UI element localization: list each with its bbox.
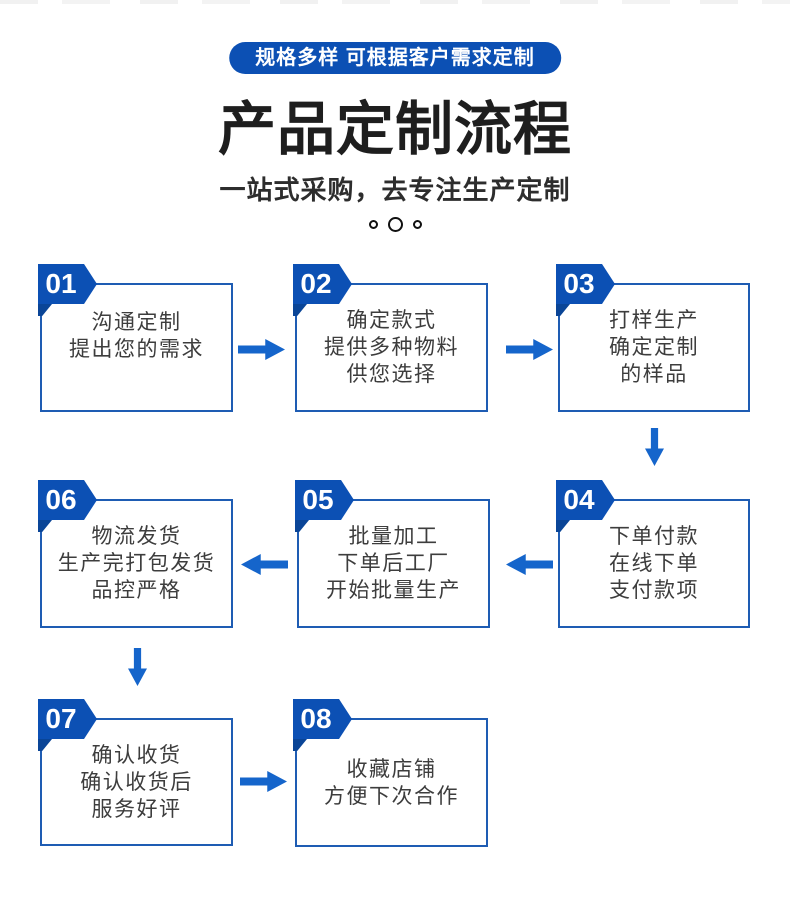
badge-fold: [295, 520, 309, 532]
step-line: 确定款式: [346, 309, 437, 332]
step-line: 收藏店铺: [346, 757, 437, 781]
step-line: 提供多种物料: [324, 336, 459, 359]
step-number-badge: 03: [556, 264, 615, 304]
step-text: 确认收货 确认收货后 服务好评: [80, 742, 193, 823]
step-line: 开始批量生产: [326, 579, 461, 602]
step-line: 下单付款: [609, 525, 699, 548]
step-line: 品控严格: [91, 579, 182, 602]
step-text: 确定款式 提供多种物料 供您选择: [324, 307, 459, 388]
badge-fold: [293, 739, 307, 751]
step-text: 收藏店铺 方便下次合作: [324, 756, 459, 810]
badge-fold: [38, 304, 52, 316]
step-number-badge: 08: [293, 699, 352, 739]
step-box-5: 05 批量加工 下单后工厂 开始批量生产: [295, 480, 490, 628]
arrow-right-icon: [506, 339, 553, 360]
step-number-badge: 02: [293, 264, 352, 304]
step-text: 下单付款 在线下单 支付款项: [609, 523, 699, 604]
step-number: 02: [300, 268, 332, 299]
arrow-right-icon: [240, 771, 287, 792]
step-number: 07: [45, 703, 77, 734]
step-text: 打样生产 确定定制 的样品: [609, 307, 699, 388]
step-line: 打样生产: [609, 309, 699, 332]
step-line: 物流发货: [91, 525, 182, 548]
step-box-2: 02 确定款式 提供多种物料 供您选择: [293, 264, 488, 412]
step-number-badge: 04: [556, 480, 615, 520]
arrow-down-icon: [645, 428, 664, 466]
step-line: 确认收货后: [80, 770, 193, 794]
step-number: 03: [563, 268, 595, 299]
step-line: 在线下单: [609, 552, 699, 575]
step-box-4: 04 下单付款 在线下单 支付款项: [556, 480, 750, 628]
step-box-6: 06 物流发货 生产完打包发货 品控严格: [38, 480, 233, 628]
step-number: 01: [45, 268, 77, 299]
step-line: 生产完打包发货: [57, 552, 216, 575]
step-line: 提出您的需求: [69, 338, 204, 361]
step-line: 确认收货: [91, 743, 182, 767]
spec-banner: 规格多样 可根据客户需求定制: [229, 42, 561, 74]
page-subtitle: 一站式采购，去专注生产定制: [219, 175, 571, 205]
badge-fold: [293, 304, 307, 316]
page-title: 产品定制流程: [217, 97, 572, 162]
step-line: 供您选择: [346, 363, 437, 386]
step-line: 方便下次合作: [324, 784, 459, 808]
badge-fold: [556, 520, 570, 532]
step-line: 沟通定制: [91, 311, 182, 334]
step-number-badge: 05: [295, 480, 354, 520]
step-box-8: 08 收藏店铺 方便下次合作: [293, 699, 488, 847]
step-line: 的样品: [620, 363, 688, 386]
dot-icon: [412, 219, 422, 229]
step-number: 08: [300, 703, 332, 734]
step-box-7: 07 确认收货 确认收货后 服务好评: [38, 699, 233, 846]
step-number: 06: [45, 484, 77, 515]
arrow-right-icon: [238, 339, 285, 360]
arrow-down-icon: [128, 648, 147, 686]
step-number: 04: [563, 484, 595, 515]
arrow-left-icon: [506, 554, 553, 575]
step-line: 支付款项: [609, 579, 699, 602]
badge-fold: [556, 304, 570, 316]
step-line: 确定定制: [609, 336, 699, 359]
dot-icon: [368, 219, 378, 229]
step-number-badge: 06: [38, 480, 97, 520]
step-text: 沟通定制 提出您的需求: [69, 309, 204, 363]
step-number: 05: [302, 484, 334, 515]
step-number-badge: 07: [38, 699, 97, 739]
arrow-left-icon: [241, 554, 288, 575]
step-number-badge: 01: [38, 264, 97, 304]
badge-fold: [38, 520, 52, 532]
step-text: 物流发货 生产完打包发货 品控严格: [58, 523, 216, 604]
step-box-1: 01 沟通定制 提出您的需求: [38, 264, 233, 412]
dot-icon: [387, 216, 403, 232]
step-line: 批量加工: [348, 525, 439, 548]
top-cutoff-remnant: [0, 0, 790, 4]
step-line: 下单后工厂: [337, 552, 450, 575]
step-text: 批量加工 下单后工厂 开始批量生产: [326, 523, 461, 604]
step-line: 服务好评: [91, 797, 182, 821]
badge-fold: [38, 739, 52, 751]
decorative-dots: [0, 215, 790, 233]
step-box-3: 03 打样生产 确定定制 的样品: [556, 264, 750, 412]
